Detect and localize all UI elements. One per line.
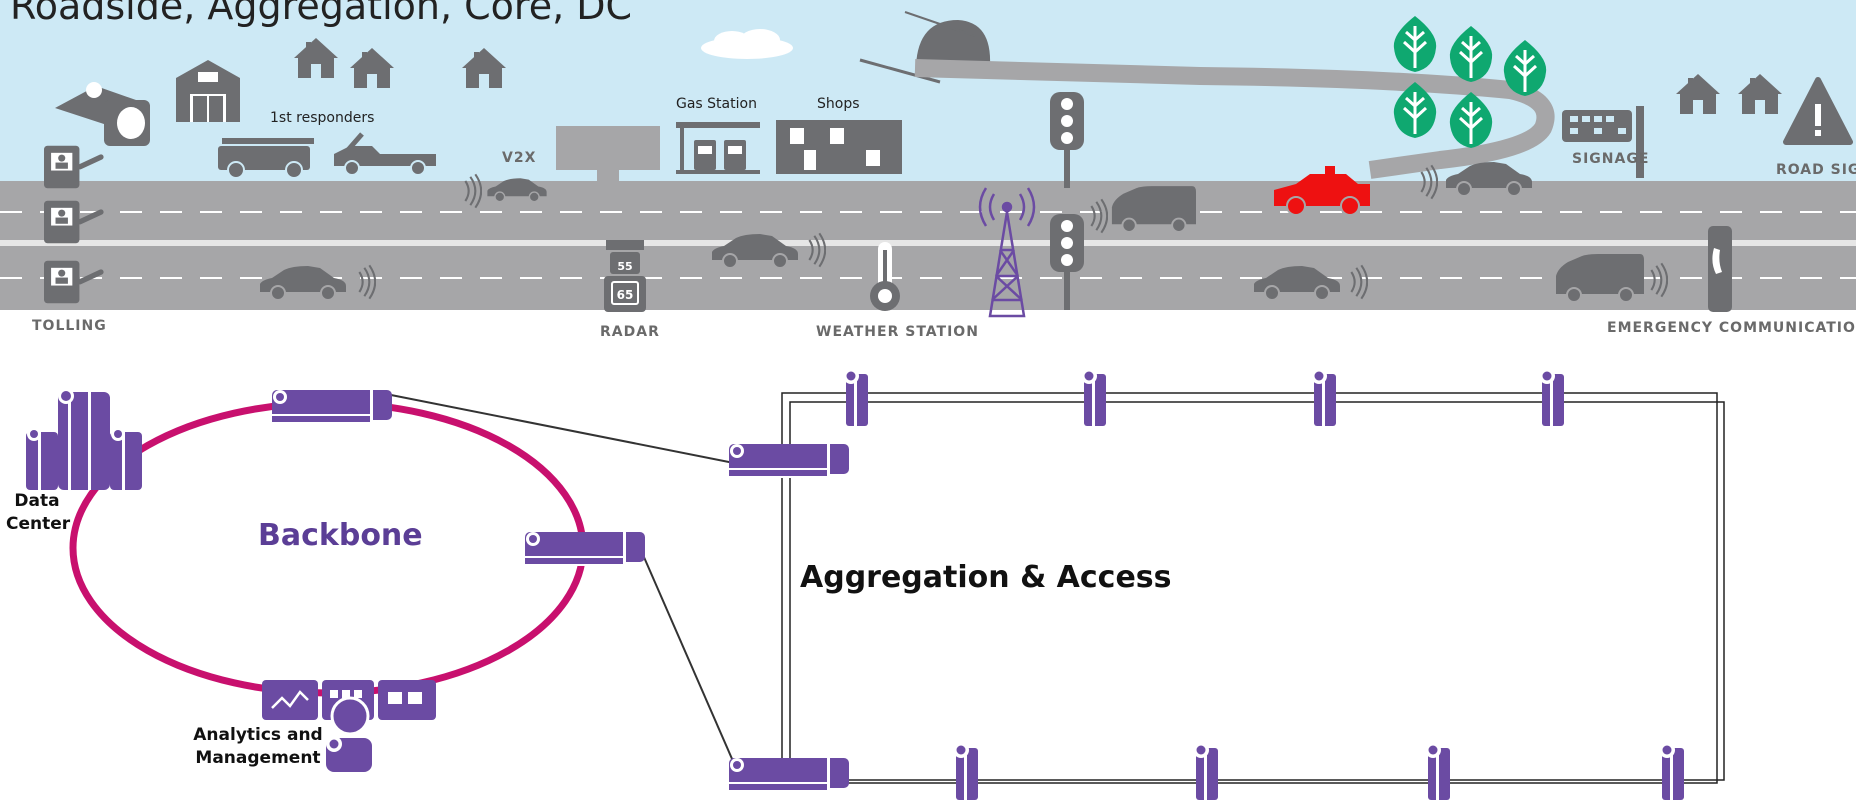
analytics-icon — [262, 680, 436, 772]
label-backbone: Backbone — [258, 518, 423, 553]
server-icon — [26, 388, 142, 490]
link-line — [385, 393, 745, 466]
label-gas-station: Gas Station — [676, 96, 757, 112]
label-road-sign: ROAD SIGN — [1776, 162, 1856, 178]
signage-icon — [1562, 106, 1644, 178]
label-v2x: V2X — [502, 150, 537, 166]
road-median — [0, 240, 1856, 246]
aggregation-box-outer — [781, 392, 1718, 784]
winding-road — [914, 59, 1555, 179]
label-aggregation-access: Aggregation & Access — [800, 560, 1172, 595]
router-icon — [272, 390, 392, 424]
label-shops: Shops — [817, 96, 860, 112]
tunnel-icon — [859, 11, 991, 84]
access-node-icon — [1539, 368, 1564, 426]
emergency-phone-icon — [1708, 226, 1732, 312]
access-node-icon — [953, 742, 978, 800]
aggregation-box-inner — [789, 401, 1725, 781]
router-icon — [729, 444, 849, 478]
camera-icon — [55, 82, 150, 146]
shops-icon — [776, 120, 902, 174]
car-icon — [1274, 166, 1370, 216]
access-node-icon — [1193, 742, 1218, 800]
barn-icon — [176, 60, 240, 122]
label-weather-station: WEATHER STATION — [816, 324, 979, 340]
link-line — [639, 547, 737, 769]
access-node-icon — [843, 368, 868, 426]
thermometer-icon — [870, 242, 900, 311]
radar-icon: 55 65 — [604, 240, 646, 312]
label-emergency-communications: EMERGENCY COMMUNICATIONS — [1607, 320, 1856, 336]
label-radar: RADAR — [600, 324, 660, 340]
radar-speed-bottom: 65 — [617, 288, 634, 302]
tow-truck-icon — [334, 132, 436, 176]
cloud — [701, 29, 793, 59]
gas-station-icon — [676, 122, 760, 174]
access-node-icon — [1425, 742, 1450, 800]
label-first-responders: 1st responders — [270, 110, 375, 126]
page-title: Roadside, Aggregation, Core, DC — [10, 0, 633, 28]
access-node-icon — [1311, 368, 1336, 426]
fire-truck-icon — [218, 138, 314, 179]
radar-speed-top: 55 — [617, 260, 632, 273]
cell-tower-icon — [978, 187, 1036, 318]
billboard-icon — [556, 126, 660, 184]
access-node-icon — [1659, 742, 1684, 800]
label-signage: SIGNAGE — [1572, 151, 1650, 167]
label-analytics-management: Analytics and Management — [193, 725, 323, 768]
access-node-icon — [1081, 368, 1106, 426]
label-tolling: TOLLING — [32, 318, 107, 334]
label-data-center: Data Center — [6, 491, 71, 534]
router-icon — [729, 758, 849, 792]
router-icon — [525, 532, 645, 566]
warning-sign-icon — [1783, 77, 1853, 145]
